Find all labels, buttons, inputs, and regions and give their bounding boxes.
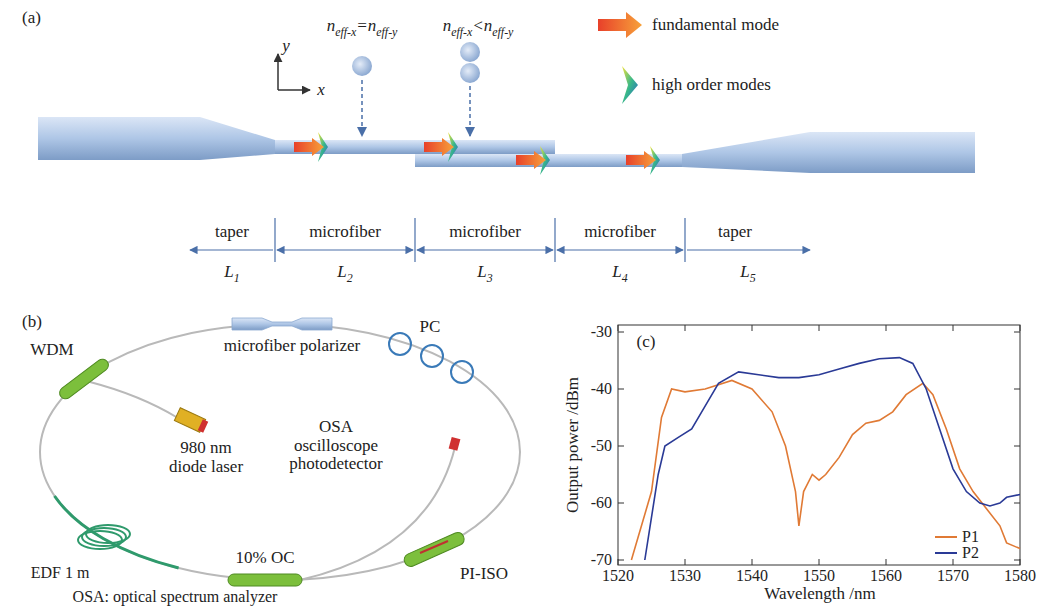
subscript: 1 [234,271,240,285]
polarization-controller [389,333,473,383]
legend-text: fundamental mode [652,16,779,35]
subscript: eff-x [451,25,472,39]
microfiber-polarizer [232,318,332,330]
component-name: 980 nm diode laser [161,439,251,476]
section-name: taper [718,223,752,242]
cross-sections [352,42,480,136]
length-symbol: L1 [224,263,239,284]
axis-name: y [282,37,290,56]
index-condition: neff-x<neff-y [443,17,514,38]
tick-label: -50 [591,437,612,455]
section-name: taper [215,223,249,242]
section-name: microfiber [584,223,656,242]
subscript: 2 [347,271,353,285]
coordinate-axes [278,54,310,90]
legend-samples [598,12,642,104]
spectrum-curve [631,380,1020,560]
legend-line [935,536,957,538]
fiber-ring [40,324,520,580]
diode-laser [174,408,208,433]
tick-label: 1580 [1004,567,1036,585]
dimension-lines [190,218,810,262]
section-name: microfiber [449,223,521,242]
axis-title: Wavelength /nm [764,585,875,604]
component-name: microfiber polarizer [224,337,360,356]
tick-label: 1530 [669,567,701,585]
axis-name: x [317,81,325,100]
subscript: 5 [750,271,756,285]
legend-text: P2 [962,544,979,562]
chart-frame [618,325,1020,565]
component-name: PC [420,318,441,337]
spectrum-curve [645,358,1020,560]
tick-label: -60 [591,494,612,512]
output-coupler [228,574,302,586]
section-name: microfiber [309,223,381,242]
component-name: EDF 1 m [31,564,90,582]
component-name: 10% OC [235,549,294,568]
length-symbol: L5 [740,263,755,284]
subscript: 3 [487,271,493,285]
length-symbol: L2 [337,263,352,284]
legend-text: P1 [962,528,979,546]
panel-letter: (a) [22,9,41,28]
legend-text: high order modes [652,76,771,95]
microfiber-structure [38,117,975,173]
component-name: PI-ISO [460,565,508,584]
wdm-coupler [57,357,111,401]
length-symbol: L3 [477,263,492,284]
subscript: eff-y [376,25,397,39]
tick-label: -40 [591,380,612,398]
panel-letter: (c) [637,333,656,352]
tick-label: 1560 [870,567,902,585]
tick-label: -30 [591,323,612,341]
subscript: eff-x [335,25,356,39]
edf-coil [78,525,130,549]
component-name: WDM [30,341,73,360]
pi-isolator [402,531,466,569]
panel-letter: (b) [22,313,42,332]
component-name: OSA oscilloscope photodetector [281,418,391,474]
index-condition: neff-x=neff-y [327,17,398,38]
mode-arrows [294,132,660,175]
axis-title: Output power /dBm [564,377,583,513]
subscript: eff-y [492,25,513,39]
length-symbol: L4 [612,263,627,284]
subscript: 4 [622,271,628,285]
tick-label: 1570 [937,567,969,585]
tick-label: 1540 [736,567,768,585]
tick-label: 1550 [803,567,835,585]
tick-label: -70 [591,551,612,569]
tick-label: 1520 [602,567,634,585]
abbreviation-note: OSA: optical spectrum analyzer [73,588,278,606]
legend-line [935,552,957,554]
